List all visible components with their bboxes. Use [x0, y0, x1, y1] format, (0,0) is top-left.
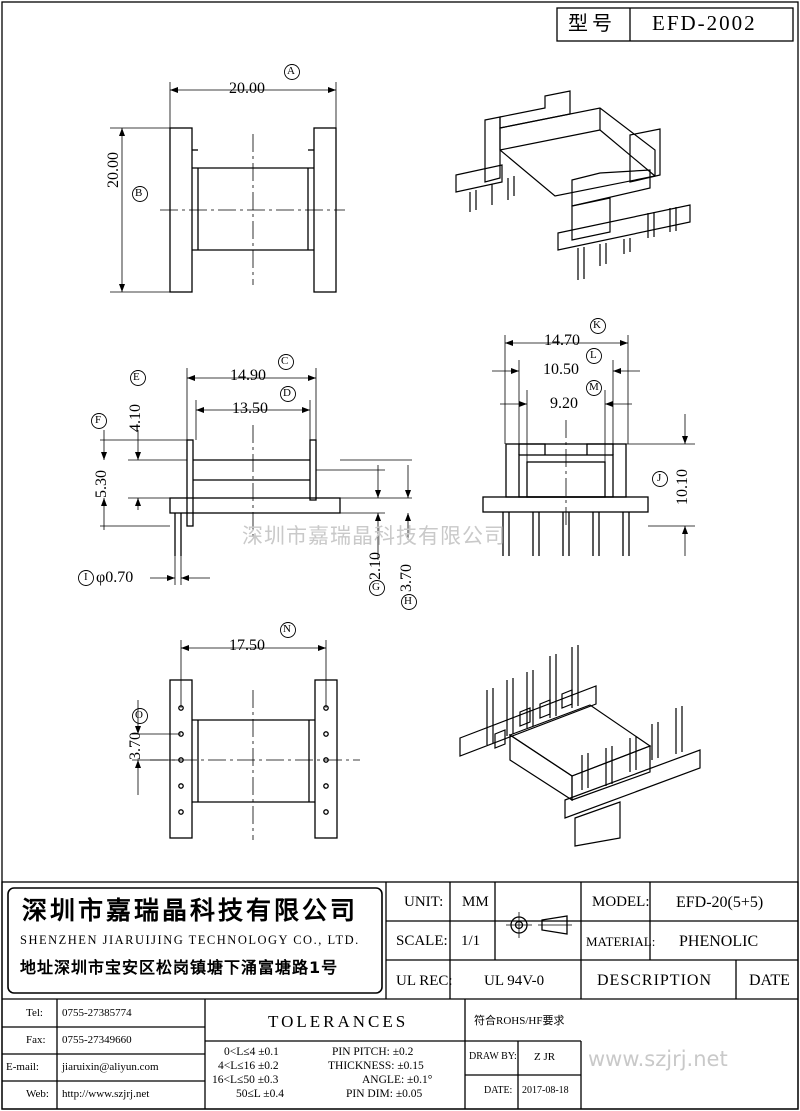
dim-i-value: φ0.70: [96, 569, 134, 586]
header-model-box: [556, 7, 794, 42]
email-label: E-mail:: [6, 1061, 39, 1073]
dim-o-value: 3.70: [127, 732, 144, 760]
dim-c-letter: C: [281, 355, 289, 367]
tolerances-title: TOLERANCES: [268, 1012, 409, 1031]
dim-h-letter: H: [404, 595, 412, 607]
dim-m-letter: M: [589, 381, 599, 393]
dim-g-value: 2.10: [367, 552, 384, 580]
header-model-value: EFD-2002: [652, 11, 757, 35]
side-view: [100, 368, 412, 585]
ulrec-value: UL 94V-0: [484, 973, 545, 989]
dim-f-letter: F: [95, 414, 102, 426]
dim-l-letter: L: [590, 349, 597, 361]
fax-label: Fax:: [26, 1034, 46, 1046]
dim-o-letter: O: [135, 709, 143, 721]
iso-view-top: [455, 90, 691, 280]
watermark-company: 深圳市嘉瑞晶科技有限公司: [242, 524, 506, 548]
dim-j-letter: J: [657, 472, 662, 484]
web-label: Web:: [26, 1088, 49, 1100]
bottom-view: [132, 640, 360, 840]
tel-value: 0755-27385774: [62, 1007, 132, 1019]
drawby-label: DRAW BY:: [469, 1051, 517, 1062]
iso-view-bottom: [459, 645, 701, 847]
unit-label: UNIT:: [404, 894, 444, 910]
dim-l-value: 10.50: [543, 361, 579, 378]
title-block: [1, 881, 799, 1110]
material-label: MATERIAL:: [586, 934, 656, 949]
model-label: MODEL:: [592, 894, 650, 910]
other-tol-3: ANGLE: ±0.1°: [362, 1074, 433, 1086]
fax-value: 0755-27349660: [62, 1034, 132, 1046]
dim-g-letter: G: [372, 581, 380, 593]
company-name-en: SHENZHEN JIARUIJING TECHNOLOGY CO., LTD.: [20, 933, 360, 947]
drawby-value: Z JR: [534, 1051, 556, 1063]
header-model-label: 型号: [568, 11, 616, 35]
length-tol-1: 0<L≤4 ±0.1: [224, 1046, 279, 1058]
dim-m-value: 9.20: [550, 395, 578, 412]
dim-d-letter: D: [283, 387, 291, 399]
dim-k-letter: K: [593, 319, 601, 331]
email-value[interactable]: jiaruixin@aliyun.com: [62, 1061, 159, 1073]
other-tol-2: THICKNESS: ±0.15: [328, 1060, 424, 1072]
date-header: DATE: [749, 972, 790, 989]
dim-k-value: 14.70: [544, 332, 580, 349]
circled-letters: [78, 64, 668, 724]
other-tol-4: PIN DIM: ±0.05: [346, 1088, 423, 1100]
ulrec-label: UL REC:: [396, 973, 453, 989]
material-value: PHENOLIC: [679, 933, 759, 950]
dim-a-value: 20.00: [229, 80, 265, 97]
dim-a-letter: A: [287, 65, 295, 77]
dim-f-value: 5.30: [93, 470, 110, 498]
date-label: DATE:: [484, 1085, 513, 1096]
front-view: [482, 335, 695, 556]
dim-d-value: 13.50: [232, 400, 268, 417]
dim-j-value: 10.10: [674, 469, 691, 505]
other-tol-1: PIN PITCH: ±0.2: [332, 1046, 414, 1058]
dim-b-letter: B: [135, 187, 143, 199]
description-header: DESCRIPTION: [597, 972, 713, 989]
dim-i-letter: I: [84, 571, 88, 583]
dim-n-value: 17.50: [229, 637, 265, 654]
scale-value: 1/1: [461, 933, 481, 949]
model-value: EFD-20(5+5): [676, 894, 764, 911]
dim-b-value: 20.00: [105, 152, 122, 188]
watermark-url: www.szjrj.net: [588, 1047, 728, 1071]
rohs-note: 符合ROHS/HF要求: [474, 1015, 565, 1027]
unit-value: MM: [462, 894, 489, 910]
length-tol-2: 4<L≤16 ±0.2: [218, 1060, 279, 1072]
dim-h-value: 3.70: [398, 564, 415, 592]
top-view-1: [110, 82, 345, 293]
scale-label: SCALE:: [396, 933, 448, 949]
dim-n-letter: N: [283, 623, 291, 635]
tel-label: Tel:: [26, 1007, 43, 1019]
dim-c-value: 14.90: [230, 367, 266, 384]
date-value: 2017-08-18: [522, 1085, 569, 1096]
company-name-cn: 深圳市嘉瑞晶科技有限公司: [22, 896, 359, 925]
company-address: 地址深圳市宝安区松岗镇塘下涌富塘路1号: [20, 958, 339, 977]
length-tol-3: 16<L≤50 ±0.3: [212, 1074, 279, 1086]
dim-e-value: 4.10: [127, 404, 144, 432]
web-value[interactable]: http://www.szjrj.net: [62, 1088, 150, 1100]
length-tol-4: 50≤L ±0.4: [236, 1088, 284, 1100]
dim-e-letter: E: [133, 371, 140, 383]
